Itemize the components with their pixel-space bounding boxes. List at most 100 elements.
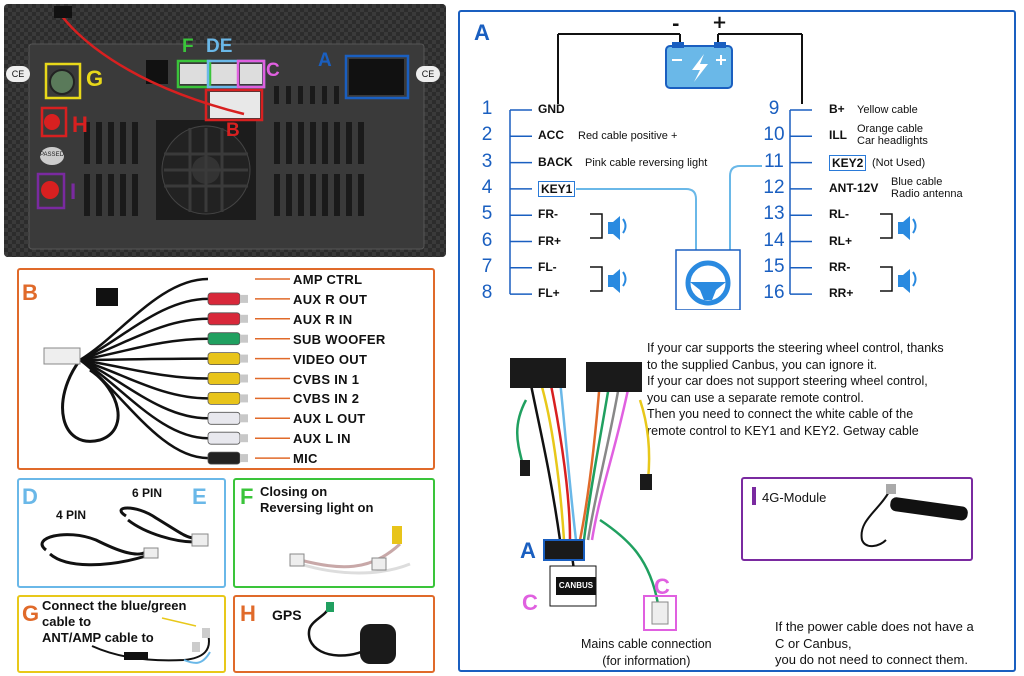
battery-svg xyxy=(557,33,803,104)
photo-label-f: F xyxy=(182,36,194,57)
pin-number: 16 xyxy=(763,282,785,304)
module-4g-bar xyxy=(752,487,756,505)
key2-wire xyxy=(729,165,762,250)
panel-b-plug xyxy=(207,372,241,385)
panel-b-plug-tip xyxy=(240,394,248,403)
battery-minus: - xyxy=(672,14,680,35)
pin-name: RR+ xyxy=(829,286,854,301)
panel-de-cables xyxy=(40,506,209,567)
photo-label-h: H xyxy=(72,112,88,137)
speaker-icon xyxy=(880,213,917,240)
module-4g-antenna xyxy=(860,484,968,547)
head-unit-photo: CE CE PASSED G H I F DE C A B xyxy=(4,4,446,257)
harness-label-c-right: C xyxy=(654,574,670,599)
pin-description: Blue cable Radio antenna xyxy=(891,175,963,200)
battery-plus: + xyxy=(712,12,728,33)
harness-label-a: A xyxy=(520,538,536,563)
steering-text: If your car supports the steering wheel … xyxy=(647,341,944,438)
panel-b-label: AMP CTRL xyxy=(293,272,363,287)
panel-b-plug xyxy=(207,332,241,346)
panel-b-cable xyxy=(79,358,209,440)
label-4pin: 4 PIN xyxy=(56,508,87,522)
pin-number: 5 xyxy=(481,203,493,225)
pin-description: Orange cable Car headlights xyxy=(857,123,928,148)
speaker-icon xyxy=(590,266,627,293)
pin-name: GND xyxy=(538,102,565,116)
steering-wheel-hub xyxy=(690,282,726,300)
panel-a-letter: A xyxy=(474,20,490,45)
pin-name: FL+ xyxy=(538,286,560,301)
panel-b-label: SUB WOOFER xyxy=(293,331,386,347)
panel-b-plug-tip xyxy=(240,334,248,343)
photo-label-i: I xyxy=(70,179,77,204)
panel-f xyxy=(233,478,435,588)
pin-number: 9 xyxy=(768,98,780,119)
panel-b-cable xyxy=(79,358,209,420)
panel-b-plug-tip xyxy=(240,374,248,383)
panel-b-plug-tip xyxy=(240,454,248,463)
pin-name: FR+ xyxy=(538,233,562,248)
photo-label-g: G xyxy=(86,66,104,91)
pin-number: 14 xyxy=(763,229,785,251)
panel-b-label: AUX R OUT xyxy=(293,291,368,307)
panel-b-cable xyxy=(79,337,209,362)
fan xyxy=(156,120,256,220)
pin-number: 10 xyxy=(763,124,785,146)
pin-diagram-svg xyxy=(509,109,917,310)
pin-name: FR- xyxy=(538,207,558,222)
panel-b-plug xyxy=(207,431,241,445)
panel-b-plug-tip xyxy=(240,294,248,303)
panel-b-cable xyxy=(79,358,209,400)
pin-number: 6 xyxy=(481,229,493,251)
photo-label-b: B xyxy=(226,120,240,141)
pin-name: RL- xyxy=(829,207,849,222)
panel-b-label: VIDEO OUT xyxy=(293,351,368,367)
pin-name: ACC xyxy=(538,128,564,143)
power-text: If the power cable does not have a C or … xyxy=(775,619,974,667)
pin-number: 13 xyxy=(763,203,785,225)
pin-name: RL+ xyxy=(829,233,853,248)
pin-name: BACK xyxy=(538,154,573,169)
pin-number: 12 xyxy=(763,176,785,198)
pin-number: 15 xyxy=(763,255,785,277)
pin-name: FL- xyxy=(538,259,557,274)
panel-b-cable xyxy=(79,297,209,362)
speaker-icon xyxy=(590,213,627,240)
pin-number: 7 xyxy=(481,255,493,277)
canbus-box: CANBUS xyxy=(556,577,596,595)
panel-b-plug xyxy=(207,352,241,365)
pin-description: Pink cable reversing light xyxy=(585,156,708,169)
pin-number: 1 xyxy=(481,98,493,119)
panel-b-label: MIC xyxy=(293,451,318,467)
panel-b-cable-svg xyxy=(43,277,290,465)
panel-b-cable xyxy=(79,317,209,362)
panel-b-label: AUX L OUT xyxy=(293,411,366,427)
panel-b-cable xyxy=(79,358,209,380)
panel-e-letter: E xyxy=(192,484,207,509)
panel-h xyxy=(233,595,435,673)
panel-b-label: CVBS IN 2 xyxy=(293,391,360,407)
panel-b-plug xyxy=(207,451,241,465)
panel-b-cable xyxy=(79,277,209,362)
pin-description: Red cable positive + xyxy=(578,130,678,143)
panel-b-label: AUX L IN xyxy=(293,431,351,447)
panel-f-text: Closing on Reversing light on xyxy=(260,484,374,515)
panel-b-label: AUX R IN xyxy=(293,311,353,327)
panel-g-letter: G xyxy=(22,601,40,626)
photo-label-de: DE xyxy=(206,36,233,57)
passed-label: PASSED xyxy=(40,152,64,158)
pin-name: B+ xyxy=(829,102,845,116)
mains-text: Mains cable connection (for information) xyxy=(581,637,712,668)
pin-name: KEY1 xyxy=(538,180,576,197)
panel-b-plug xyxy=(207,292,241,306)
module-4g-box xyxy=(741,477,973,561)
panel-b-cable-loop xyxy=(61,359,120,443)
panel-d-letter: D xyxy=(22,484,38,509)
pin-number: 11 xyxy=(764,150,784,172)
pin-description: (Not Used) xyxy=(872,156,926,169)
photo-label-a: A xyxy=(318,50,332,71)
panel-b-plug-tip xyxy=(240,314,248,323)
pin-name: ANT-12V xyxy=(829,180,879,195)
harness-label-c-left: C xyxy=(522,590,538,615)
panel-b-plug-tip xyxy=(240,354,248,363)
